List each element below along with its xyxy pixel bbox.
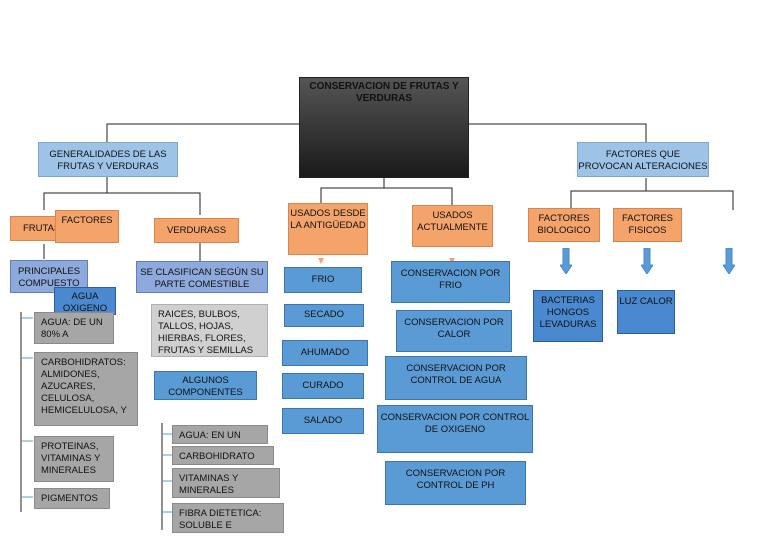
frutas-item-pigmentos: PIGMENTOS — [34, 488, 110, 509]
antiguedad-box: USADOS DESDE LA ANTIGÜEDAD — [288, 203, 368, 255]
antiguedad-item-curado: CURADO — [282, 373, 364, 399]
factores-biologico-box: FACTORES BIOLOGICO — [528, 208, 600, 242]
verduras-item-vitaminas: VITAMINAS Y MINERALES — [172, 468, 280, 498]
verduras-item-carbohidrato: CARBOHIDRATO — [172, 446, 274, 465]
actualmente-item-frio: CONSERVACION POR FRIO — [391, 261, 510, 303]
factores-fisicos-box: FACTORES FISICOS — [613, 208, 682, 242]
factores-que-box: FACTORES QUE PROVOCAN ALTERACIONES — [577, 142, 709, 177]
antiguedad-item-ahumado: AHUMADO — [282, 340, 368, 366]
frutas-item-proteinas: PROTEINAS, VITAMINAS Y MINERALES — [34, 436, 114, 482]
factores-small-box: FACTORES — [55, 210, 119, 243]
arrow-down-icon — [641, 248, 653, 274]
verduras-item-agua: AGUA: EN UN — [172, 425, 268, 444]
verduras-box: VERDURASS — [154, 218, 239, 243]
frutas-item-carbohidratos: CARBOHIDRATOS: ALMIDONES, AZUCARES, CELU… — [34, 352, 138, 426]
arrow-down-icon — [723, 248, 735, 274]
frutas-item-agua: AGUA: DE UN 80% A — [34, 312, 114, 344]
bacterias-box: BACTERIAS HONGOS LEVADURAS — [533, 290, 603, 342]
arrow-down-icon — [560, 248, 572, 274]
actualmente-item-calor: CONSERVACION POR CALOR — [396, 310, 512, 352]
agua-oxigeno-box: AGUA OXIGENO — [54, 287, 116, 315]
algunos-componentes-box: ALGUNOS COMPONENTES — [154, 371, 257, 400]
generalidades-box: GENERALIDADES DE LAS FRUTAS Y VERDURAS — [38, 142, 178, 177]
antiguedad-item-secado: SECADO — [284, 304, 364, 327]
raices-box: RAICES, BULBOS, TALLOS, HOJAS, HIERBAS, … — [151, 304, 268, 357]
actualmente-item-agua: CONSERVACION POR CONTROL DE AGUA — [385, 356, 527, 400]
antiguedad-item-salado: SALADO — [282, 408, 364, 434]
antiguedad-item-frio: FRIO — [284, 267, 362, 293]
se-clasifican-box: SE CLASIFICAN SEGÚN SU PARTE COMESTIBLE — [136, 261, 268, 293]
actualmente-item-ph: CONSERVACION POR CONTROL DE PH — [385, 461, 526, 505]
actualmente-box: USADOS ACTUALMENTE — [412, 205, 493, 247]
verduras-item-fibra: FIBRA DIETETICA: SOLUBLE E — [172, 503, 284, 533]
actualmente-item-oxigeno: CONSERVACION POR CONTROL DE OXIGENO — [377, 405, 533, 453]
luz-calor-box: LUZ CALOR — [617, 290, 675, 334]
main-title: CONSERVACION DE FRUTAS Y VERDURAS — [299, 77, 469, 178]
